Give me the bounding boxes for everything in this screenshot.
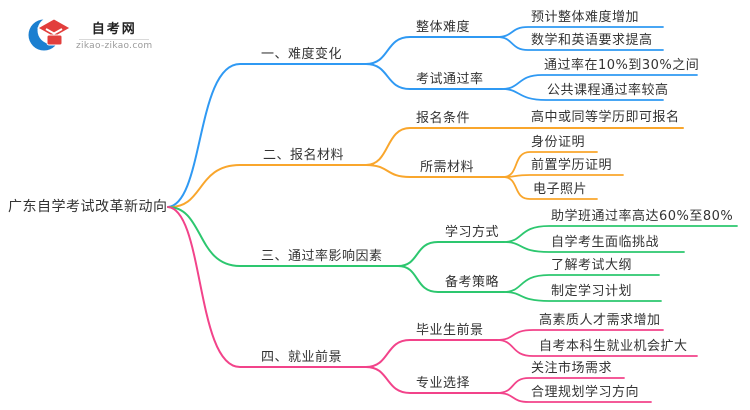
branch-node-pass-rate-factors[interactable]: 三、通过率影响因素 [261,249,383,264]
leaf-node[interactable]: 电子照片 [533,182,588,197]
child-node-graduate-outlook[interactable]: 毕业生前景 [416,323,484,338]
leaf-node[interactable]: 高中或同等学历即可报名 [531,110,680,125]
leaf-node[interactable]: 前置学历证明 [531,158,613,173]
branch-lines-pass-rate-factors [167,206,738,302]
branch-lines-materials [167,127,684,209]
root-node[interactable]: 广东自学考试改革新动向 [8,199,168,215]
child-node-study-mode[interactable]: 学习方式 [445,225,500,240]
leaf-node[interactable]: 合理规划学习方向 [531,385,640,400]
leaf-node[interactable]: 通过率在10%到30%之间 [544,58,700,73]
leaf-node[interactable]: 关注市场需求 [531,361,613,376]
branch-lines-difficulty [167,26,698,208]
leaf-node[interactable]: 自考本科生就业机会扩大 [539,339,688,354]
child-node-needed-materials[interactable]: 所需材料 [420,160,475,175]
leaf-node[interactable]: 公共课程通过率较高 [547,83,669,98]
branch-node-employment[interactable]: 四、就业前景 [261,350,343,365]
child-node-major-choice[interactable]: 专业选择 [416,376,471,391]
leaf-node[interactable]: 高素质人才需求增加 [539,313,661,328]
leaf-node[interactable]: 助学班通过率高达60%至80% [551,209,734,224]
logo-divider [79,38,150,40]
graduation-cap-logo-icon [28,17,72,51]
child-node-requirements[interactable]: 报名条件 [416,111,471,126]
branch-node-materials[interactable]: 二、报名材料 [263,148,345,163]
child-node-overall-difficulty[interactable]: 整体难度 [416,20,471,35]
leaf-node[interactable]: 了解考试大纲 [551,258,633,273]
child-node-prep-strategy[interactable]: 备考策略 [445,275,500,290]
logo-title: 自考网 [91,21,137,37]
leaf-node[interactable]: 自学考生面临挑战 [551,235,660,250]
leaf-node[interactable]: 数学和英语要求提高 [531,33,653,48]
leaf-node[interactable]: 制定学习计划 [551,284,633,299]
branch-lines-employment [167,206,698,403]
child-node-pass-rate[interactable]: 考试通过率 [416,72,484,87]
leaf-node[interactable]: 身份证明 [531,135,586,150]
site-logo: 自考网 zikao-zikao.com [28,13,152,55]
branch-node-difficulty[interactable]: 一、难度变化 [261,47,343,62]
logo-domain: zikao-zikao.com [76,40,153,51]
leaf-node[interactable]: 预计整体难度增加 [531,10,640,25]
